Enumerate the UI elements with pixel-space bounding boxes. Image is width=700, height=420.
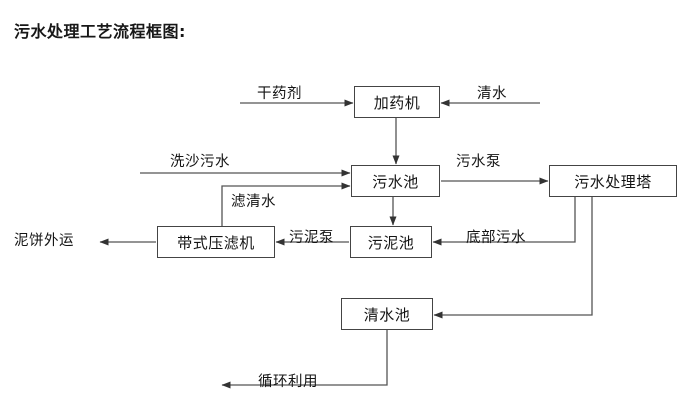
node-sludge-pool[interactable]: 污泥池 xyxy=(350,226,432,258)
terminal-label-mud-cake-out: 泥饼外运 xyxy=(14,233,74,249)
node-dosing-machine[interactable]: 加药机 xyxy=(354,86,440,118)
node-label: 加药机 xyxy=(373,93,421,112)
edge-label-sand-wash-sewage: 洗沙污水 xyxy=(170,154,230,170)
node-label: 污水处理塔 xyxy=(574,172,652,191)
edge-label-bottom-sewage: 底部污水 xyxy=(466,230,526,246)
node-label: 污泥池 xyxy=(367,233,415,252)
node-belt-filter-press[interactable]: 带式压滤机 xyxy=(157,226,275,258)
edge-bottom-sewage-to-sludge-pool xyxy=(432,197,576,246)
edge-clear-water-recycle xyxy=(221,330,388,389)
edge-label-recycle-use: 循环利用 xyxy=(258,374,318,390)
node-label: 污水池 xyxy=(372,172,419,191)
edge-label-filtered-water: 滤清水 xyxy=(231,194,276,210)
node-clear-water-pool[interactable]: 清水池 xyxy=(341,298,433,330)
edge-label-clean-water: 清水 xyxy=(477,86,507,102)
edge-filtered-water-to-sewage-pool xyxy=(221,182,351,226)
page-title: 污水处理工艺流程框图: xyxy=(14,22,186,41)
node-label: 带式压滤机 xyxy=(177,233,255,252)
edge-label-sludge-pump: 污泥泵 xyxy=(289,230,334,246)
node-label: 清水池 xyxy=(363,305,411,324)
edge-label-sewage-pump: 污水泵 xyxy=(456,154,501,170)
edge-label-dry-reagent: 干药剂 xyxy=(257,86,302,102)
edge-tower-to-clear-water-pool xyxy=(433,197,593,319)
node-treatment-tower[interactable]: 污水处理塔 xyxy=(549,165,677,197)
node-sewage-pool[interactable]: 污水池 xyxy=(351,165,440,197)
